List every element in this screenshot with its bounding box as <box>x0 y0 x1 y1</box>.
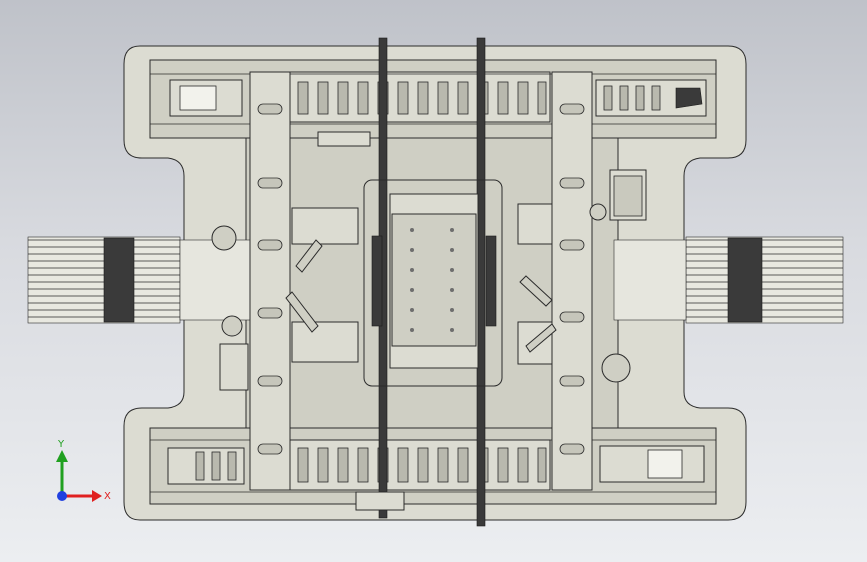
left-cable-bundle <box>27 236 251 324</box>
left-linkage <box>285 207 359 363</box>
center-lift-table <box>363 179 503 387</box>
x-axis-label: X <box>104 491 111 502</box>
bottom-conveyor <box>149 427 717 505</box>
right-linkage <box>517 203 557 365</box>
right-cable-bundle <box>613 236 844 324</box>
bottom-clamp <box>355 491 405 511</box>
right-beam <box>551 71 593 491</box>
left-beam <box>249 71 291 491</box>
top-conveyor <box>149 59 717 139</box>
z-axis-dot <box>57 491 67 501</box>
right-motor-box <box>589 169 647 383</box>
left-motor <box>211 225 249 391</box>
y-axis-label: Y <box>57 439 65 450</box>
coordinate-triad: Y X <box>56 439 111 502</box>
top-bracket <box>317 131 371 147</box>
